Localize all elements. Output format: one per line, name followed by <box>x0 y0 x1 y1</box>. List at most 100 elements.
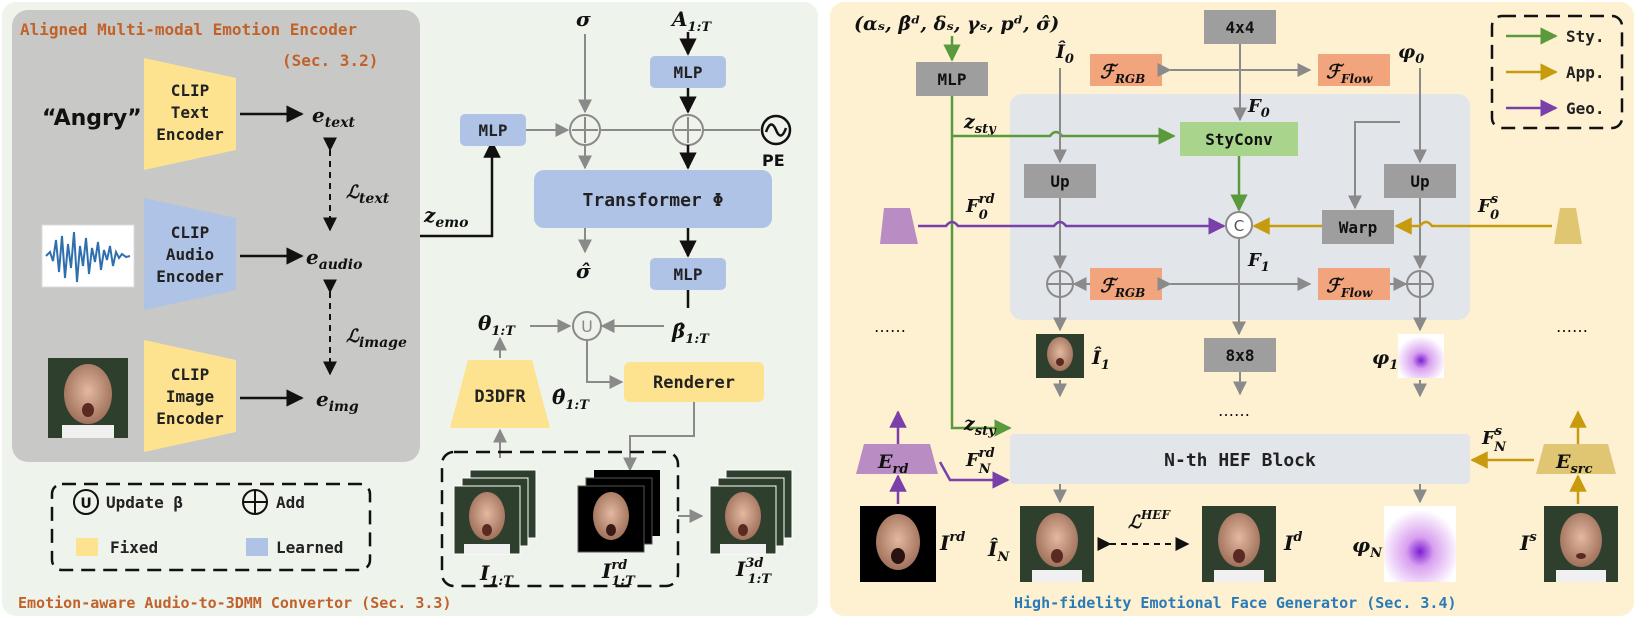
f0-label: F0 <box>1247 96 1270 121</box>
const-8x8-block: 8x8 <box>1204 338 1276 372</box>
add-left-node <box>1046 270 1074 298</box>
loss-text-label: ℒtext <box>346 182 390 207</box>
const-4x4-block: 4x4 <box>1204 10 1276 44</box>
svg-text:CLIP: CLIP <box>171 81 210 100</box>
beta-hat-label: β̂1:T <box>671 319 710 347</box>
f-flow-top-block: ℱFlow <box>1318 54 1390 86</box>
svg-text:MLP: MLP <box>674 63 703 82</box>
svg-text:Up: Up <box>1050 172 1069 191</box>
svg-text:ℱFlow: ℱFlow <box>1326 61 1373 86</box>
i1-label: Î1 <box>1091 346 1110 373</box>
svg-text:ℱRGB: ℱRGB <box>1100 275 1145 300</box>
sigma-hat-label: σ̂ <box>576 259 591 283</box>
svg-text:8x8: 8x8 <box>1226 346 1255 365</box>
i1-face-thumbnail <box>1036 334 1084 378</box>
svg-text:Warp: Warp <box>1339 218 1378 237</box>
phi1-flow-thumbnail <box>1398 334 1444 378</box>
clip-audio-encoder: CLIP Audio Encoder <box>144 198 236 310</box>
theta-label: θ1:T <box>478 311 516 339</box>
legend-geo-label: Geo. <box>1566 99 1605 118</box>
legend-add-icon <box>242 489 268 515</box>
svg-text:CLIP: CLIP <box>171 365 210 384</box>
svg-text:Encoder: Encoder <box>156 125 223 144</box>
right-legend-box <box>1490 14 1624 130</box>
i-n-output-image <box>1020 506 1094 582</box>
svg-text:Esrc: Esrc <box>1555 451 1593 477</box>
legend-update-label: Update β <box>106 493 183 512</box>
f-rgb-bottom-block: ℱRGB <box>1090 268 1162 300</box>
concat-node: C <box>1225 211 1253 239</box>
e-text-label: etext <box>312 103 355 131</box>
svg-text:ℱFlow: ℱFlow <box>1326 275 1373 300</box>
svg-text:Image: Image <box>166 387 214 406</box>
svg-text:Encoder: Encoder <box>156 409 223 428</box>
input-frames-stack <box>453 469 537 555</box>
svg-text:StyConv: StyConv <box>1205 130 1273 149</box>
encoder-section: (Sec. 3.2) <box>282 51 378 70</box>
transformer-block: Transformer Φ <box>534 170 772 228</box>
z-sty-label-top: zsty <box>963 111 997 137</box>
renderer-block: Renderer <box>624 362 764 402</box>
output-3d-frames-stack <box>709 469 793 555</box>
svg-text:4x4: 4x4 <box>1226 18 1255 37</box>
svg-text:U: U <box>80 496 91 512</box>
svg-text:ℱRGB: ℱRGB <box>1100 61 1145 86</box>
z-sty-label-bottom: zsty <box>963 413 997 439</box>
encoder-title: Aligned Multi-modal Emotion Encoder <box>20 20 357 39</box>
audio-waveform-image <box>41 224 135 288</box>
dots-center: …… <box>1218 401 1250 420</box>
i-d-label: Id <box>1283 530 1302 555</box>
f-rgb-top-block: ℱRGB <box>1090 54 1162 86</box>
e-rd-encoder: Erd <box>856 444 938 477</box>
f-flow-bottom-block: ℱFlow <box>1318 268 1390 300</box>
svg-text:N-th HEF Block: N-th HEF Block <box>1164 450 1316 471</box>
i-1t-label: I1:T <box>479 561 514 589</box>
source-face-image <box>1544 506 1618 582</box>
i-n-label: ÎN <box>987 537 1010 565</box>
phi-n-label: φN <box>1352 533 1383 561</box>
svg-text:CLIP: CLIP <box>171 223 210 242</box>
audio-a-label: A1:T <box>670 7 712 35</box>
input-face-photo <box>48 358 128 438</box>
e-audio-label: eaudio <box>306 245 362 273</box>
legend-update-icon: U <box>73 489 99 515</box>
sigma-input-label: σ <box>576 7 591 31</box>
phi0-label: φ0 <box>1398 41 1424 67</box>
svg-text:MLP: MLP <box>479 121 508 140</box>
add-right-node <box>1406 270 1434 298</box>
svg-text:Up: Up <box>1410 172 1429 191</box>
legend-fixed-label: Fixed <box>110 538 158 557</box>
svg-text:C: C <box>1234 217 1244 235</box>
svg-text:MLP: MLP <box>938 70 967 89</box>
styconv-block: StyConv <box>1180 122 1298 156</box>
svg-text:Renderer: Renderer <box>653 373 735 393</box>
mlp-style-block: MLP <box>916 62 988 96</box>
convertor-title: Emotion-aware Audio-to-3DMM Convertor (S… <box>18 594 451 612</box>
rendered-frames-stack <box>577 470 660 553</box>
svg-text:Encoder: Encoder <box>156 267 223 286</box>
i-rd-right-label: Ird <box>939 530 965 555</box>
frames-dashed-box <box>440 450 680 588</box>
mlp-emotion-block: MLP <box>460 114 526 146</box>
loss-hef-label: ℒHEF <box>1128 508 1171 533</box>
clip-text-encoder: CLIP Text Encoder <box>144 58 236 170</box>
up-right-block: Up <box>1384 164 1456 198</box>
nth-hef-block: N-th HEF Block <box>1010 434 1470 484</box>
legend-app-label: App. <box>1566 63 1605 82</box>
up-left-block: Up <box>1024 164 1096 198</box>
svg-text:Audio: Audio <box>166 245 214 264</box>
i0-label: Î0 <box>1055 40 1074 67</box>
render-input-image <box>860 506 936 582</box>
pe-label: PE <box>762 151 785 170</box>
phi1-label: φ1 <box>1372 347 1398 373</box>
mlp-audio-block: MLP <box>650 56 726 88</box>
dots-right: …… <box>1556 317 1588 336</box>
positional-encoding-icon <box>760 114 792 146</box>
clip-image-encoder: CLIP Image Encoder <box>144 340 236 452</box>
svg-text:MLP: MLP <box>674 265 703 284</box>
